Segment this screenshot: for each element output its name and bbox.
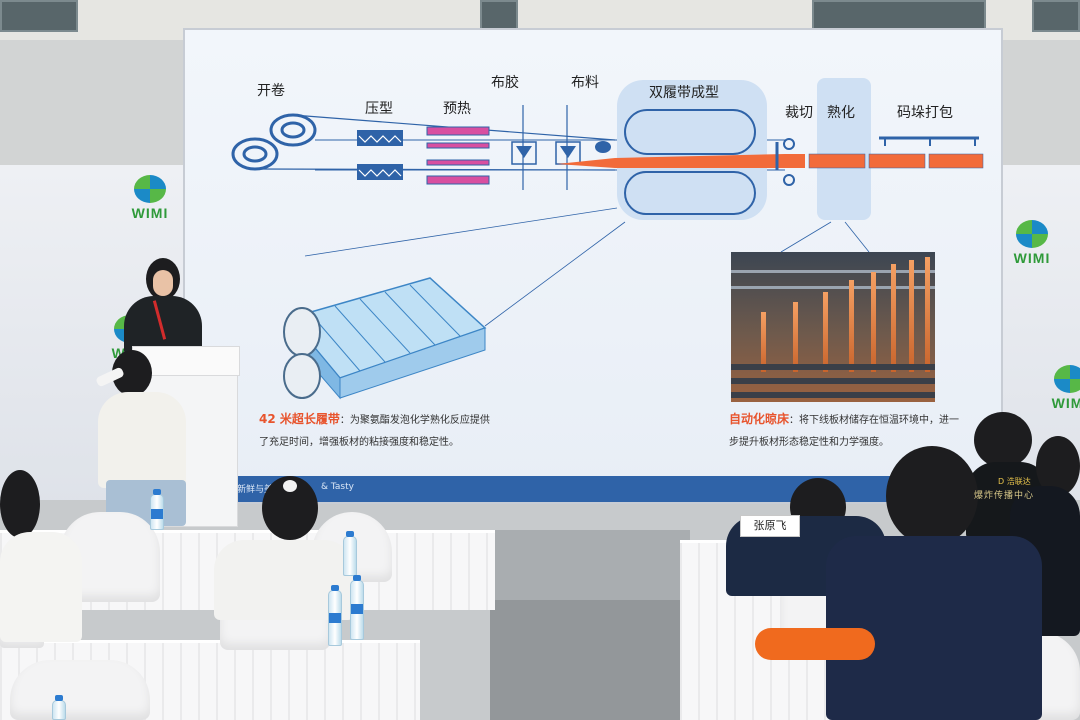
stage-label-stack: 码垛打包 [897, 105, 953, 121]
water-bottle [343, 531, 357, 576]
cure-zone [817, 78, 871, 220]
hall-window [0, 0, 78, 32]
cutter-icon [783, 138, 795, 150]
wimi-logo: WIMI [120, 175, 180, 225]
water-bottle [150, 489, 164, 530]
shirt-print: 爆炸传播中心 [974, 491, 1035, 501]
hall-window [1032, 0, 1080, 32]
caption-long-belt: 42 米超长履带：为聚氨酯发泡化学熟化反应提供 了充足时间，增强板材的粘接强度和… [259, 412, 490, 448]
shirt-logo: D 浩联达 [998, 477, 1031, 486]
orange-bag [755, 628, 875, 660]
curing-rack-photo [731, 252, 935, 402]
water-bottle [52, 695, 66, 720]
stage-label-cure: 熟化 [827, 105, 855, 121]
water-bottle [350, 575, 364, 640]
swirl-icon [134, 175, 166, 203]
wimi-logo: WIMI [1040, 365, 1080, 415]
slide-footer-bar: 守护新鲜与美 & Tasty 万 [185, 476, 1001, 502]
stage-label-material: 布料 [571, 75, 599, 91]
projection-screen: 开卷 压型 预热 布胶 布料 双履带成型 裁切 熟化 码垛打包 42 [183, 28, 1003, 504]
glue-nozzle [511, 141, 537, 165]
water-bottle [328, 585, 342, 646]
coil-icon [231, 113, 317, 171]
stage-label-cut: 裁切 [785, 105, 813, 121]
stage-label-double-belt: 双履带成型 [649, 85, 719, 101]
stage-label-glue: 布胶 [491, 75, 519, 91]
name-card: 张原飞 [740, 515, 800, 537]
swirl-icon [1054, 365, 1080, 393]
stage-step-lower [490, 600, 690, 720]
double-belt-zone [617, 80, 767, 220]
swirl-icon [1016, 220, 1048, 248]
process-diagram [231, 78, 984, 327]
hall-window [812, 0, 986, 32]
foam-panel [557, 154, 785, 168]
caption-cooling-rack: 自动化晾床：将下线板材储存在恒温环境中，进一 步提升板材形态稳定性和力学强度。 [729, 412, 960, 448]
press-rollers [357, 130, 403, 180]
preheat-heaters [426, 126, 490, 185]
wimi-logo: WIMI [1002, 220, 1062, 270]
chair [10, 660, 150, 720]
stage-label-press: 压型 [365, 101, 393, 117]
stage-label-preheat: 预热 [443, 101, 471, 117]
stage-label-uncoil: 开卷 [257, 83, 285, 99]
hair-clip [283, 480, 297, 492]
double-belt-machine-illustration [283, 277, 487, 400]
